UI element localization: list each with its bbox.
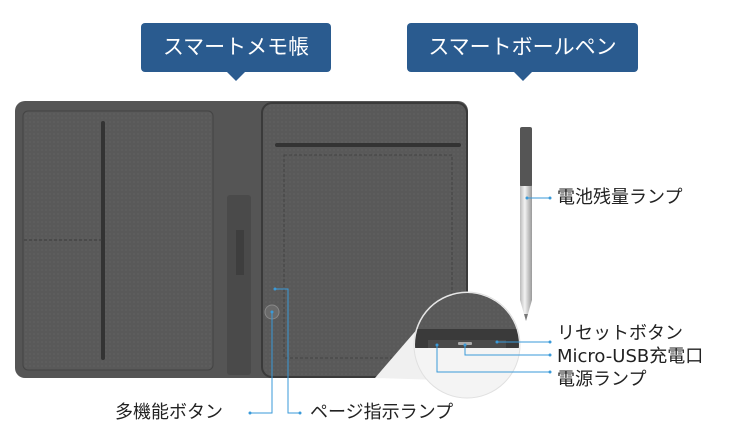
smart-pen <box>520 127 532 321</box>
page-indicator-lamp-label: ページ指示ランプ <box>310 402 454 423</box>
smart-notebook <box>15 101 468 378</box>
reset-button-label: リセットボタン <box>557 323 683 344</box>
pen-callout: スマートボールペン <box>407 23 638 81</box>
usb-port-label: Micro-USB充電口 <box>557 346 704 367</box>
power-lamp-label: 電源ランプ <box>557 369 647 390</box>
notebook-callout: スマートメモ帳 <box>141 23 331 81</box>
multi-function-button-label: 多機能ボタン <box>115 402 223 423</box>
battery-lamp-label: 電池残量ランプ <box>557 187 683 208</box>
leader-lines <box>250 197 550 414</box>
